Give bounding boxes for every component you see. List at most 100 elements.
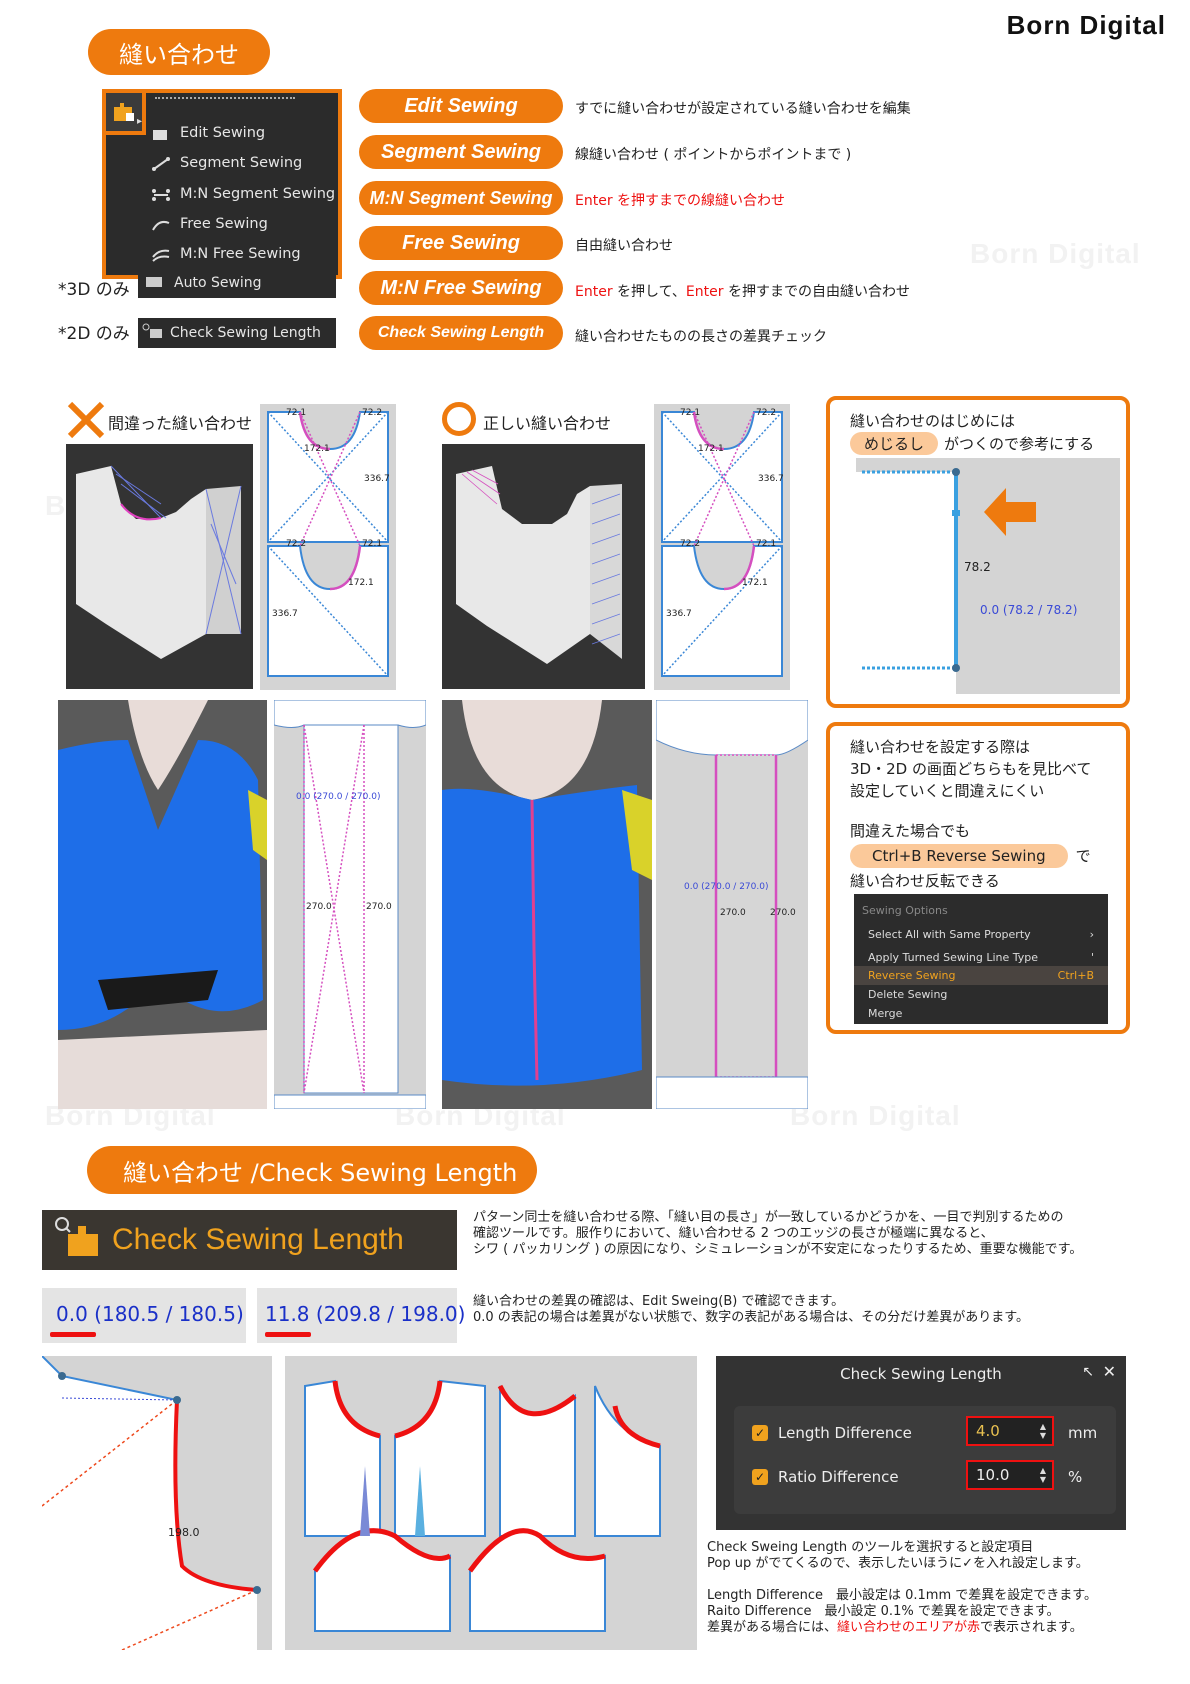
diff-main: 11.8	[265, 1302, 310, 1326]
length-unit: mm	[1068, 1424, 1098, 1442]
dim-label: 172.1	[742, 578, 768, 588]
right-avatar-3d-view	[442, 700, 652, 1109]
notch-tip-line1: 縫い合わせのはじめには	[850, 412, 1016, 430]
menu-item-mn-segment-sewing[interactable]: M:N Segment Sewing	[150, 180, 346, 208]
desc-line: パターン同士を縫い合わせる際、「縫い目の長さ」が一致しているかどうかを、一目で判…	[473, 1210, 1064, 1225]
wrong-diff-label: 0.0 (270.0 / 270.0)	[296, 792, 381, 802]
pin-icon[interactable]: ↖	[1082, 1364, 1094, 1380]
watermark: Born Digital	[970, 238, 1141, 269]
dim-label: 336.7	[666, 609, 692, 619]
free-sewing-icon	[150, 215, 172, 233]
reverse-sewing-tag: Ctrl+B Reverse Sewing	[850, 844, 1068, 868]
free-sewing-desc: 自由縫い合わせ	[575, 238, 673, 254]
option-label: Reverse Sewing	[868, 969, 956, 982]
edit-sewing-button: Edit Sewing	[359, 89, 563, 123]
dim-label: 336.7	[272, 609, 298, 619]
curve-length-label: 198.0	[168, 1526, 200, 1539]
length-difference-input[interactable]: 4.0▲▼	[966, 1416, 1054, 1446]
menu-option-select-all[interactable]: Select All with Same Property›	[854, 923, 1108, 946]
circle-icon	[442, 402, 476, 436]
menu-option-delete-sewing[interactable]: Delete Sewing	[854, 985, 1108, 1004]
close-icon[interactable]: ✕	[1102, 1362, 1116, 1381]
right-3d-view	[442, 444, 645, 689]
dim-label: 172.1	[348, 578, 374, 588]
check-description: パターン同士を縫い合わせる際、「縫い目の長さ」が一致しているかどうかを、一目で判…	[473, 1210, 1082, 1258]
diff-example-zero: 0.0 (180.5 / 180.5)	[42, 1288, 246, 1343]
wrong-front-2d-view: 0.0 (270.0 / 270.0) 270.0 270.0	[273, 699, 427, 1110]
cross-icon	[66, 400, 106, 440]
dim-label: 172.1	[698, 444, 724, 454]
notch-2d-view: 78.2 0.0 (78.2 / 78.2)	[856, 458, 1120, 694]
option-label: Delete Sewing	[868, 988, 948, 1001]
option-label: Merge	[868, 1007, 903, 1020]
diff-rest: (180.5 / 180.5)	[87, 1302, 244, 1326]
dim-label: 72.2	[286, 539, 307, 549]
ratio-unit: %	[1068, 1468, 1083, 1486]
sewing-menu-list: Edit Sewing Segment Sewing M:N Segment S…	[146, 115, 336, 275]
compare-tip-box: 縫い合わせを設定する際は 3D・2D の画面どちらもを見比べて 設定していくと間…	[826, 722, 1130, 1034]
desc-line: 縫い合わせの差異の確認は、Edit Sweing(B) で確認できます。	[473, 1294, 845, 1309]
right-2d-view: 72.1 72.2 172.1 336.7 72.2 72.1 172.1 33…	[654, 404, 790, 690]
sewing-options-menu: Sewing Options Select All with Same Prop…	[854, 894, 1108, 1024]
edit-sewing-desc: すでに縫い合わせが設定されている縫い合わせを編集	[575, 101, 911, 117]
dim-label: 172.1	[304, 444, 330, 454]
check-sewing-length-desc: 縫い合わせたものの長さの差異チェック	[575, 329, 827, 345]
length-difference-checkbox[interactable]: ✓	[752, 1425, 768, 1441]
menu-item-label: M:N Segment Sewing	[180, 186, 336, 202]
mn-segment-sewing-icon	[150, 185, 172, 203]
enter-key-text: Enter	[575, 284, 613, 300]
compare-line: 縫い合わせ反転できる	[850, 872, 1000, 890]
notch-diff: 0.0 (78.2 / 78.2)	[980, 603, 1078, 617]
auto-sewing-tool[interactable]: Auto Sewing	[138, 268, 336, 298]
compare-line: 3D・2D の画面どちらもを見比べて	[850, 760, 1092, 778]
wrong-avatar-3d-view	[58, 700, 267, 1109]
menu-option-apply-turned[interactable]: Apply Turned Sewing Line Type'	[854, 946, 1108, 966]
ratio-difference-input[interactable]: 10.0▲▼	[966, 1460, 1054, 1490]
check-sewing-length-label: Check Sewing Length	[170, 325, 321, 341]
notch-tip-line2: めじるし がつくので参考にする	[850, 432, 1094, 455]
menu-item-label: Edit Sewing	[180, 125, 266, 141]
ratio-difference-row: ✓ Ratio Difference	[752, 1468, 899, 1486]
length-difference-row: ✓ Length Difference	[752, 1424, 912, 1442]
mn-segment-sewing-button: M:N Segment Sewing	[359, 181, 563, 215]
dialog-title: Check Sewing Length	[840, 1365, 1002, 1383]
desc-line: 差異がある場合には、縫い合わせのエリアが赤で表示されます。	[707, 1620, 1097, 1636]
menu-item-free-sewing[interactable]: Free Sewing	[150, 210, 346, 238]
compare-tail: で	[1075, 847, 1091, 865]
enter-key-text: Enter	[685, 284, 724, 300]
menu-item-mn-free-sewing[interactable]: M:N Free Sewing	[150, 240, 346, 268]
desc-line: シワ ( パッカリング ) の原因になり、シミュレーションが不安定になったりする…	[473, 1242, 1083, 1257]
stepper-icon[interactable]: ▲▼	[1039, 1466, 1046, 1484]
submenu-arrow-icon: ▸	[137, 116, 143, 127]
ratio-difference-checkbox[interactable]: ✓	[752, 1469, 768, 1485]
option-key: '	[1090, 951, 1094, 964]
menu-item-segment-sewing[interactable]: Segment Sewing	[150, 149, 346, 177]
section-title: 縫い合わせ	[88, 29, 270, 75]
menu-item-edit-sewing[interactable]: Edit Sewing	[150, 119, 346, 147]
length-difference-label: Length Difference	[778, 1424, 912, 1442]
menu-grip	[155, 97, 295, 99]
desc-line: 確認ツールです。服作りにおいて、縫い合わせる 2 つのエッジの長さが極端に異なる…	[473, 1226, 994, 1241]
auto-sewing-icon	[144, 273, 166, 293]
menu-option-merge[interactable]: Merge	[854, 1004, 1108, 1023]
right-diff-label: 0.0 (270.0 / 270.0)	[684, 882, 769, 892]
wrong-sewing-label: 間違った縫い合わせ	[108, 414, 253, 433]
check-sewing-length-tool[interactable]: Check Sewing Length	[138, 318, 336, 348]
right-sewing-label: 正しい縫い合わせ	[483, 414, 612, 433]
mn-segment-sewing-desc: Enter を押すまでの線縫い合わせ	[575, 193, 786, 209]
desc-line: Raito Difference 最小設定 0.1% で差異を設定できます。	[707, 1604, 1060, 1619]
desc-highlight: 縫い合わせのエリアが赤	[837, 1620, 981, 1635]
dim-label: 72.2	[756, 408, 777, 418]
watermark: Born Digital	[790, 1100, 961, 1131]
dialog-body: ✓ Length Difference 4.0▲▼ mm ✓ Ratio Dif…	[734, 1406, 1116, 1514]
stepper-icon[interactable]: ▲▼	[1039, 1422, 1046, 1440]
desc-line: Pop up がでてくるので、表示したいほうに✓を入れ設定します。	[707, 1556, 1089, 1571]
dim-label: 72.1	[756, 539, 777, 549]
sewing-tool-button[interactable]	[102, 89, 146, 135]
mn-free-sewing-button: M:N Free Sewing	[359, 271, 563, 305]
mn-free-sewing-desc: Enter を押して、Enter を押すまでの自由縫い合わせ	[575, 281, 910, 301]
wrong-length-a: 270.0	[306, 902, 332, 912]
sewing-options-header: Sewing Options	[862, 904, 948, 917]
option-label: Select All with Same Property	[868, 928, 1031, 941]
